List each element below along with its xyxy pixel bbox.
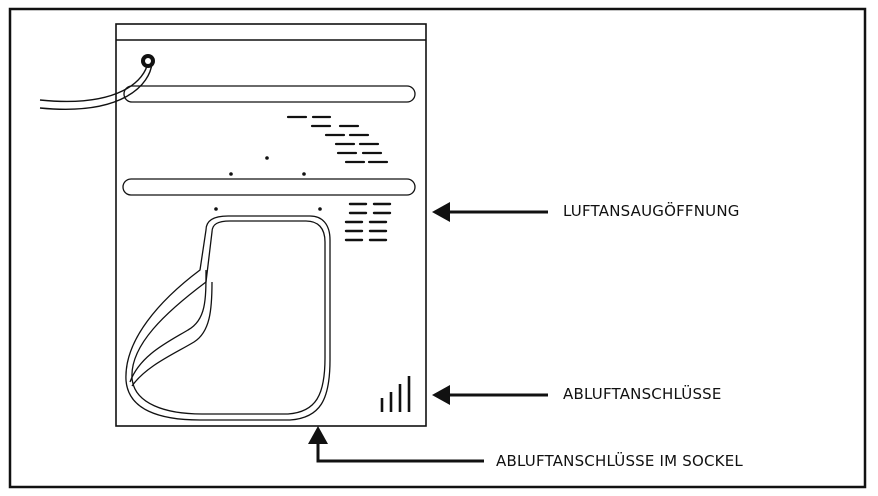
power-cable <box>39 54 155 110</box>
upper-vent-slots <box>286 115 389 164</box>
exhaust-connection-bars <box>380 376 411 412</box>
exhaust-connections-label: ABLUFTANSCHLÜSSE <box>563 385 722 403</box>
air-intake-label: LUFTANSAUGÖFFNUNG <box>563 202 740 220</box>
air-intake-arrow <box>432 202 548 222</box>
appliance-body <box>115 23 427 427</box>
base-exhaust-arrow <box>308 426 484 463</box>
base-exhaust-label: ABLUFTANSCHLÜSSE IM SOCKEL <box>496 452 743 470</box>
outer-frame <box>8 7 867 489</box>
air-intake-vent <box>344 202 392 242</box>
middle-rail <box>122 178 416 196</box>
upper-rail <box>123 85 416 103</box>
door-outline <box>125 215 331 421</box>
screw-dots <box>214 156 322 211</box>
exhaust-arrow <box>432 385 548 405</box>
